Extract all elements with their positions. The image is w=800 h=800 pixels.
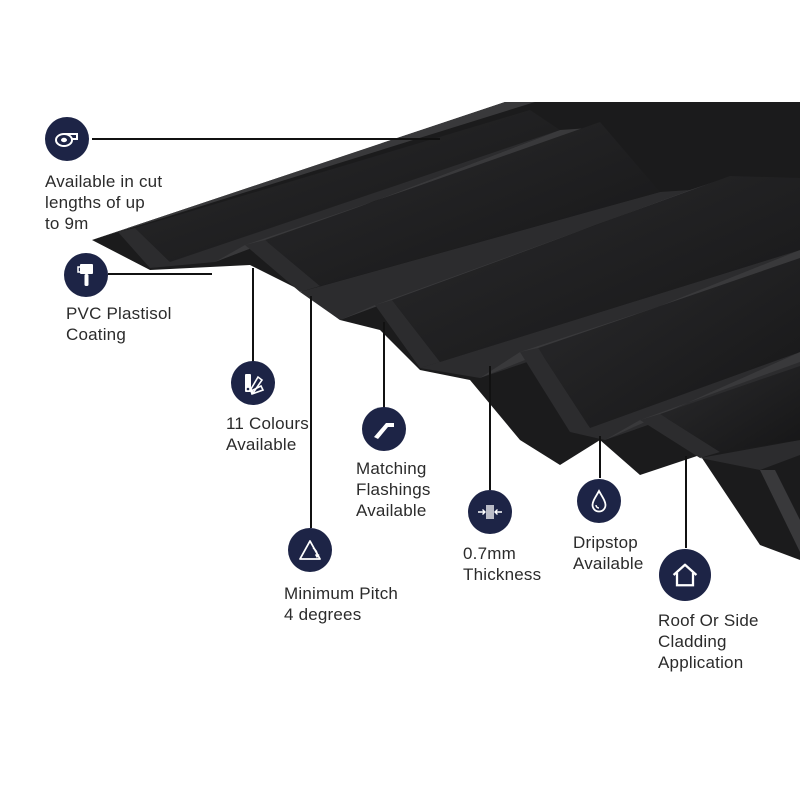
feature-label-line: Available in cut: [45, 172, 163, 191]
pitch-angle-icon: [299, 540, 321, 560]
thickness-icon: [478, 505, 502, 519]
paint-brush-badge: [64, 253, 108, 297]
feature-label-line: Roof Or Side: [658, 611, 759, 630]
sheet-ridge-facet: [375, 300, 440, 368]
sheet-flat-facet: [135, 110, 560, 262]
feature-label-line: 0.7mm: [463, 544, 516, 563]
feature-label-line: Available: [226, 435, 297, 454]
feature-label-line: 11 Colours: [226, 414, 309, 433]
tape-roll-badge: [45, 117, 89, 161]
sheet-ridge-facet: [700, 440, 800, 470]
feature-label-thickness: 0.7mm Thickness: [463, 543, 541, 585]
feature-label-line: Flashings: [356, 480, 431, 499]
feature-label-pitch: Minimum Pitch 4 degrees: [284, 583, 398, 625]
paint-brush-icon: [77, 264, 93, 286]
feature-label-line: Thickness: [463, 565, 542, 584]
sheet-ridge-facet: [640, 414, 720, 458]
sheet-flat-facet: [265, 122, 660, 286]
feature-label-coating: PVC Plastisol Coating: [66, 303, 172, 345]
thickness-badge: [468, 490, 512, 534]
feature-label-line: Minimum Pitch: [284, 584, 399, 603]
sheet-flat-facet: [392, 176, 800, 362]
feature-label-line: PVC Plastisol: [66, 304, 172, 323]
house-icon: [672, 563, 698, 587]
colour-swatch-badge: [231, 361, 275, 405]
feature-label-line: 4 degrees: [284, 605, 362, 624]
sheet-ridge-facet: [118, 228, 170, 268]
feature-label-cut-lengths: Available in cut lengths of up to 9m: [45, 171, 162, 234]
feature-label-line: Cladding: [658, 632, 727, 651]
sheet-ridge-facet: [92, 102, 535, 240]
sheet-ridge-facet: [520, 348, 590, 432]
feature-label-flashings: Matching Flashings Available: [356, 458, 431, 521]
feature-label-dripstop: Dripstop Available: [573, 532, 643, 574]
house-badge: [659, 549, 711, 601]
sheet-ridge-facet: [760, 470, 800, 552]
sheet-ridge-facet: [245, 240, 320, 292]
feature-label-line: to 9m: [45, 214, 89, 233]
feature-label-colours: 11 Colours Available: [226, 413, 309, 455]
feature-label-line: Available: [356, 501, 427, 520]
water-drop-badge: [577, 479, 621, 523]
tape-roll-icon: [55, 133, 78, 147]
feature-label-line: Available: [573, 554, 644, 573]
water-drop-icon: [591, 489, 607, 513]
pitch-angle-badge: [288, 528, 332, 572]
feature-label-line: Application: [658, 653, 744, 672]
feature-label-line: Matching: [356, 459, 427, 478]
leader-lines: [92, 138, 687, 548]
sheet-ridge-facet: [570, 352, 800, 440]
flashing-icon: [374, 423, 394, 439]
feature-label-cladding: Roof Or Side Cladding Application: [658, 610, 759, 673]
feature-label-line: Dripstop: [573, 533, 638, 552]
sheet-ridge-facet: [300, 190, 690, 320]
flashing-badge: [362, 407, 406, 451]
sheet-flat-facet: [660, 366, 800, 452]
feature-label-line: Coating: [66, 325, 126, 344]
colour-swatch-icon: [245, 374, 265, 396]
feature-label-line: lengths of up: [45, 193, 145, 212]
sheet-ridge-facet: [420, 250, 800, 378]
sheet-flat-facet: [538, 258, 800, 428]
